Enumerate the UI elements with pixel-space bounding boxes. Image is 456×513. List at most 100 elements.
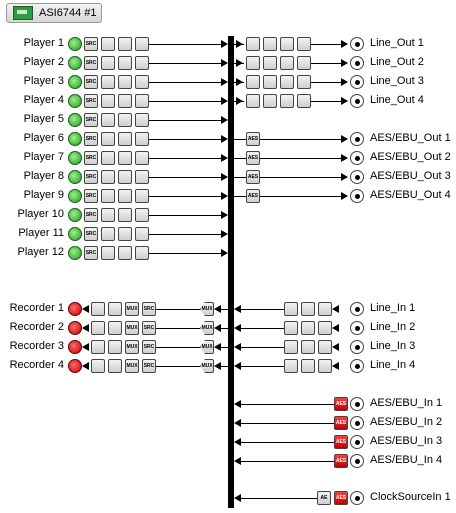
- mux-block[interactable]: MUX: [125, 340, 139, 354]
- player-play-icon[interactable]: [68, 227, 82, 241]
- meter-block[interactable]: [101, 189, 115, 203]
- mode-block[interactable]: [246, 94, 260, 108]
- mute-block[interactable]: [135, 246, 149, 260]
- volume-block[interactable]: [118, 94, 132, 108]
- mux-block[interactable]: MUX: [125, 321, 139, 335]
- aes-block[interactable]: AES: [246, 170, 260, 184]
- level-block[interactable]: [297, 94, 311, 108]
- aes-out-node[interactable]: [350, 151, 364, 165]
- recorder-record-icon[interactable]: [68, 302, 82, 316]
- src-block[interactable]: SRC: [84, 113, 98, 127]
- volume-block[interactable]: [118, 189, 132, 203]
- mute-block[interactable]: [284, 359, 298, 373]
- meter-block[interactable]: [101, 94, 115, 108]
- mux-block[interactable]: MUX: [125, 302, 139, 316]
- meter-block[interactable]: [101, 151, 115, 165]
- mux-block[interactable]: MUX: [125, 359, 139, 373]
- mute-block[interactable]: [135, 132, 149, 146]
- volume-block[interactable]: [118, 56, 132, 70]
- mode-block[interactable]: [246, 75, 260, 89]
- mux-block[interactable]: MUX: [200, 321, 214, 335]
- mute-block[interactable]: [135, 113, 149, 127]
- aes-block[interactable]: AES: [246, 189, 260, 203]
- meter-block[interactable]: [263, 75, 277, 89]
- recorder-record-icon[interactable]: [68, 359, 82, 373]
- meter-block[interactable]: [101, 113, 115, 127]
- mute-block[interactable]: [91, 340, 105, 354]
- meter-block[interactable]: [101, 56, 115, 70]
- mute-block[interactable]: [135, 56, 149, 70]
- mode-block[interactable]: [246, 37, 260, 51]
- src-block[interactable]: SRC: [84, 56, 98, 70]
- level-block[interactable]: [318, 302, 332, 316]
- volume-block[interactable]: [280, 75, 294, 89]
- src-block[interactable]: SRC: [84, 151, 98, 165]
- meter-block[interactable]: [101, 75, 115, 89]
- volume-block[interactable]: [118, 75, 132, 89]
- aes-out-node[interactable]: [350, 132, 364, 146]
- line-in-node[interactable]: [350, 340, 364, 354]
- line-in-node[interactable]: [350, 321, 364, 335]
- volume-block[interactable]: [118, 170, 132, 184]
- aes-in-node[interactable]: [350, 435, 364, 449]
- player-play-icon[interactable]: [68, 170, 82, 184]
- mute-block[interactable]: [135, 189, 149, 203]
- meter-block[interactable]: [263, 94, 277, 108]
- volume-block[interactable]: [118, 132, 132, 146]
- player-play-icon[interactable]: [68, 208, 82, 222]
- player-play-icon[interactable]: [68, 94, 82, 108]
- mux-block[interactable]: MUX: [200, 302, 214, 316]
- line-in-node[interactable]: [350, 359, 364, 373]
- aes-block[interactable]: AES: [246, 151, 260, 165]
- mute-block[interactable]: [91, 359, 105, 373]
- mux-block[interactable]: MUX: [200, 340, 214, 354]
- mute-block[interactable]: [135, 37, 149, 51]
- mute-block[interactable]: [91, 321, 105, 335]
- volume-block[interactable]: [118, 113, 132, 127]
- aes-out-node[interactable]: [350, 170, 364, 184]
- aes-in-block[interactable]: AES: [334, 454, 348, 468]
- src-block[interactable]: SRC: [142, 302, 156, 316]
- level-block[interactable]: [318, 340, 332, 354]
- aes-in-block[interactable]: AES: [334, 416, 348, 430]
- volume-block[interactable]: [118, 208, 132, 222]
- line-out-node[interactable]: [350, 94, 364, 108]
- line-in-node[interactable]: [350, 302, 364, 316]
- mute-block[interactable]: [135, 170, 149, 184]
- meter-block[interactable]: [101, 170, 115, 184]
- meter-block[interactable]: [101, 37, 115, 51]
- player-play-icon[interactable]: [68, 246, 82, 260]
- src-block[interactable]: SRC: [84, 246, 98, 260]
- mute-block[interactable]: [284, 321, 298, 335]
- src-block[interactable]: SRC: [84, 37, 98, 51]
- player-play-icon[interactable]: [68, 189, 82, 203]
- line-out-node[interactable]: [350, 75, 364, 89]
- mute-block[interactable]: [135, 94, 149, 108]
- src-block[interactable]: SRC: [84, 170, 98, 184]
- meter-block[interactable]: [101, 227, 115, 241]
- mode-block[interactable]: [246, 56, 260, 70]
- meter-block[interactable]: [263, 37, 277, 51]
- src-block[interactable]: SRC: [84, 94, 98, 108]
- aes-block[interactable]: AES: [246, 132, 260, 146]
- level-block[interactable]: [297, 56, 311, 70]
- aes-out-node[interactable]: [350, 189, 364, 203]
- player-play-icon[interactable]: [68, 151, 82, 165]
- mute-block[interactable]: [91, 302, 105, 316]
- src-block[interactable]: SRC: [142, 340, 156, 354]
- aes-in-block[interactable]: AES: [334, 491, 348, 505]
- mute-block[interactable]: [135, 227, 149, 241]
- meter-block[interactable]: [108, 321, 122, 335]
- src-block[interactable]: SRC: [142, 359, 156, 373]
- meter-block[interactable]: [101, 246, 115, 260]
- meter-block[interactable]: [108, 359, 122, 373]
- level-block[interactable]: [297, 75, 311, 89]
- adapter-title-tab[interactable]: ASI6744 #1: [6, 3, 102, 23]
- player-play-icon[interactable]: [68, 132, 82, 146]
- clock-source-node[interactable]: [350, 491, 364, 505]
- volume-block[interactable]: [301, 321, 315, 335]
- line-out-node[interactable]: [350, 37, 364, 51]
- line-out-node[interactable]: [350, 56, 364, 70]
- mute-block[interactable]: [135, 208, 149, 222]
- aes-in-node[interactable]: [350, 454, 364, 468]
